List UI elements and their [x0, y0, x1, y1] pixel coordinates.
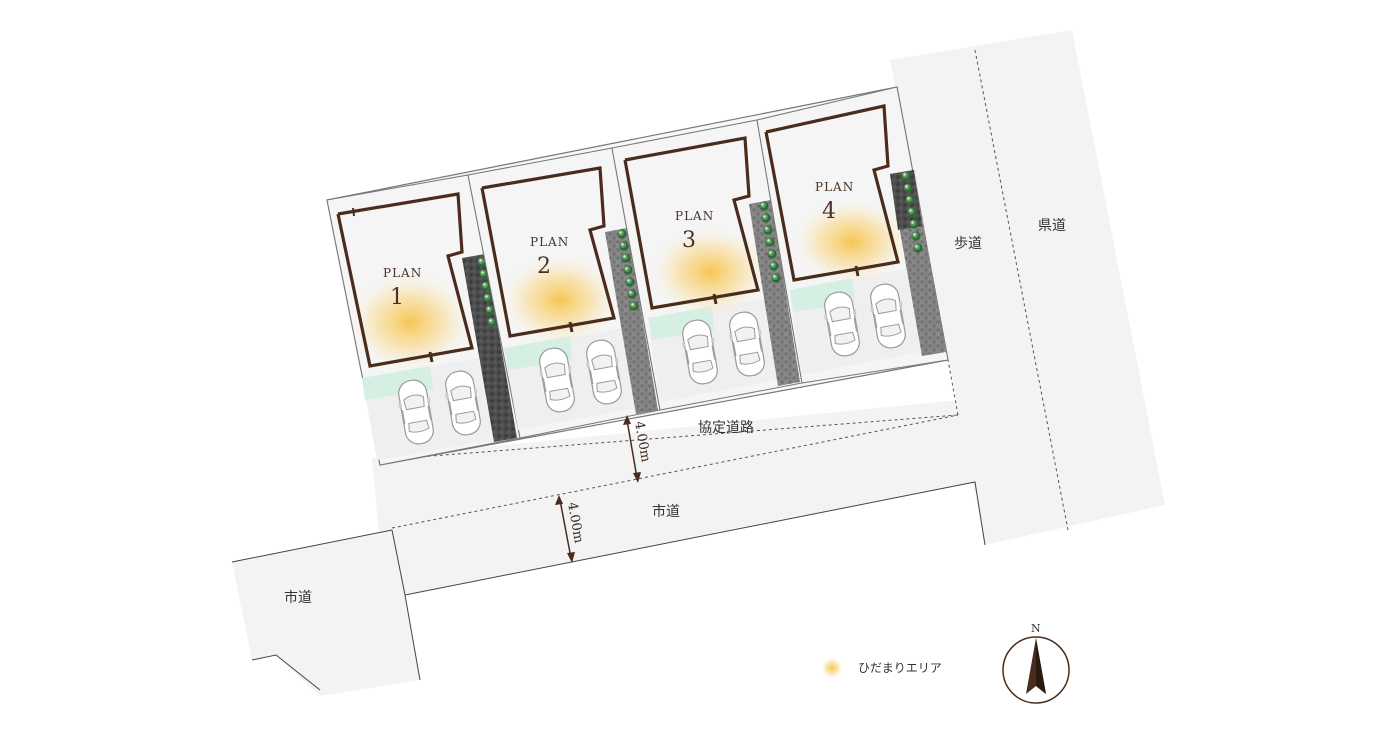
city-road-border — [391, 414, 959, 529]
dimension-arrow-agreement — [623, 415, 641, 483]
lot-4-number: 4 — [822, 199, 836, 224]
lot-2-plan-label: PLAN — [530, 235, 569, 249]
sidewalk-label: 歩道 — [954, 236, 982, 252]
city-road-label: 市道 — [652, 503, 680, 520]
sunny-area-4 — [794, 200, 910, 284]
lot-3-number: 3 — [682, 228, 696, 253]
lot-plan-4[interactable] — [756, 86, 949, 384]
legend: ひだまりエリア — [821, 657, 942, 679]
city-road-main — [372, 400, 975, 595]
sunny-area-legend-label: ひだまりエリア — [858, 661, 942, 675]
hedge-icon — [901, 171, 911, 181]
dimension-arrow-city — [555, 495, 575, 563]
prefectural-road — [890, 30, 1165, 545]
agreement-road-label: 協定道路 — [698, 420, 754, 436]
road-edge-east — [404, 481, 986, 596]
road-edge-west — [231, 529, 393, 563]
lot-3-plan-label: PLAN — [675, 209, 714, 223]
agreement-road-border — [379, 414, 959, 461]
agreement-road-width: 4.00m — [631, 420, 653, 463]
lot-1-plan-label: PLAN — [383, 266, 422, 280]
lot-plan-2[interactable] — [467, 147, 661, 439]
compass-icon: N — [1002, 622, 1070, 704]
sunny-area-1 — [350, 274, 470, 370]
road-edge-sw — [251, 654, 321, 691]
hedge-icon — [617, 229, 627, 239]
lot-plan-3[interactable] — [611, 119, 803, 411]
lot-plan-1[interactable] — [326, 174, 521, 466]
lot-2-number: 2 — [537, 254, 551, 279]
prefectural-road-label: 県道 — [1038, 218, 1066, 234]
hedge-icon — [759, 201, 769, 211]
north-label: N — [1031, 622, 1041, 635]
city-road-west — [232, 530, 420, 696]
sunny-area-3 — [652, 228, 768, 316]
lot-1-number: 1 — [390, 285, 404, 310]
city-road-width: 4.00m — [564, 501, 586, 544]
sunny-area-legend-icon — [821, 657, 843, 679]
lot-4-plan-label: PLAN — [815, 180, 854, 194]
city-road-west-label: 市道 — [284, 589, 312, 606]
